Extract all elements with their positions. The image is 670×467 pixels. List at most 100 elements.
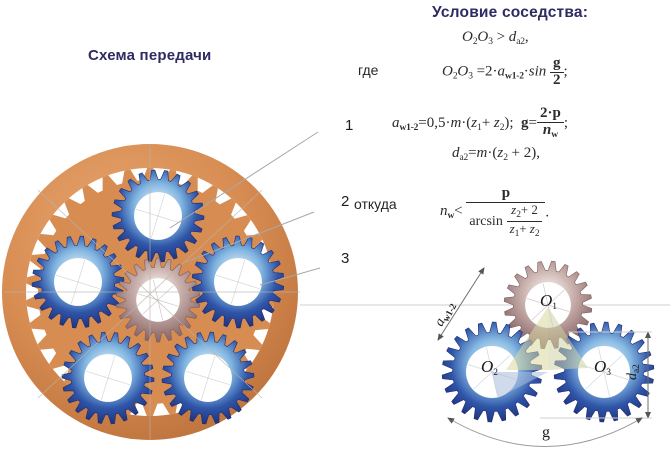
formula4-m: m [476,145,488,161]
formula3-g-den: n [542,121,552,138]
formula5-inner-den-sub2: 2 [534,228,540,239]
formula-line-2: O2O3 =2·aw1-2·sin g 2 ; [442,55,568,89]
formula3-g-den-sub: w [551,129,558,140]
formula2-O3: O [457,63,469,80]
formula2-O2: O [442,63,453,80]
formula4-d: d [452,145,460,161]
formula5-inner-den-z2: z [529,220,535,236]
formula3-m: m [450,114,462,131]
formula5-tail: . [545,204,550,221]
label-where: где [358,62,379,78]
dimension-arc-g [447,417,643,447]
gear-mesh-detail [300,260,670,447]
page-title-scheme: Схема передачи [88,47,212,64]
formula5-inner-num-plus: + [520,201,529,217]
detail-center-label-O2: O2 [481,357,498,378]
page-title-condition: Условие соседства: [432,4,589,21]
callout-label-1: 1 [345,117,354,134]
dimension-line-aw12 [437,267,485,341]
formula4-z2: z [497,145,504,161]
formula1-sub2: 2 [472,37,478,48]
formula3-semi: ; [509,114,514,131]
formula5-inner-den-sub1: 1 [514,228,520,239]
callout-label-3: 3 [341,250,350,267]
formula2-fraction: g 2 [550,55,564,89]
formula2-tail: ; [563,63,568,80]
dimension-label-da2: da2 [625,364,642,380]
mesh-shading [492,307,588,398]
formula5-n-sub: w [447,211,455,222]
formula2-frac-num: g [553,55,561,71]
formula5-inner-num-z: z [511,201,517,217]
formula3-val: 0,5· [426,114,451,131]
formula2-frac-den: 2 [550,71,564,89]
formula1-sub3: 3 [488,37,493,48]
formula3-open: ·( [461,114,472,131]
detail-O1-sub: 1 [552,302,557,313]
formula5-inner-den-z1: z [509,220,515,236]
formula3-a-sub: w1-2 [399,122,419,133]
formula2-eq: = [476,63,486,80]
detail-center-label-O3: O3 [594,357,611,378]
label-whence: откуда [354,196,397,212]
construction-lines [4,144,300,440]
formula3-g-num: 2·p [539,105,561,121]
formula4-two: 2 [523,145,532,161]
formula3-g-tail: ; [563,114,568,131]
formula2-sin: sin [528,63,547,80]
detail-O2-letter: O [481,357,494,376]
formula2-sub3: 3 [468,71,473,82]
dim-da2-sub: a2 [632,364,643,373]
formula4-open: ·( [487,145,498,161]
formula3-g-eq: = [528,114,537,131]
formula4-plus: + [511,145,521,161]
formula3-z1: z [471,114,478,131]
formula4-d-sub: a2 [459,153,469,164]
dim-g-letter: g [542,424,550,441]
formula5-num: p [501,185,511,201]
detail-O3-letter: O [594,357,607,376]
formula5-outer-fraction: p arcsin z2+ 2 z1+ z2 [466,185,546,240]
formula5-inner-num-two: 2 [531,201,538,217]
planet-gears [31,169,285,425]
formula1-operator: > [496,29,506,45]
formula2-dot: · [523,63,529,80]
formula3-eq: = [418,114,427,131]
formula3-plus: + [481,114,491,131]
formula2-coef: 2· [485,63,498,80]
formula5-n: n [440,203,448,220]
dim-da2-letter: d [625,373,640,380]
formula2-sub2: 2 [452,71,458,82]
detail-center-label-O1: O1 [540,291,557,312]
formula5-inner-den: z1+ z2 [506,220,543,240]
formula5-inner-fraction: z2+ 2 z1+ z2 [506,201,543,240]
formula3-z2-sub: 2 [499,122,505,133]
formula2-a-sub: w1-2 [505,71,524,82]
callout-leader-lines [169,131,321,286]
formula3-g-den-wrap: nw [536,121,564,141]
callout-label-2: 2 [341,193,350,210]
formula5-arcsin: arcsin [469,213,503,229]
formula5-inner-den-plus: + [519,220,527,236]
planetary-gear-scheme [2,144,300,440]
formula1-tail: , [524,29,529,45]
detail-O1-letter: O [540,291,553,310]
formula-line-1: O2O3 > da2, [462,30,529,48]
formula5-inner-num-sub: 2 [516,209,521,220]
formula3-z2: z [493,114,500,131]
formula4-close: ) [531,145,537,161]
formula-line-4: da2=m·(z2 + 2), [452,146,540,164]
formula3-a: a [392,114,400,131]
formula4-z2-sub: 2 [503,153,508,164]
formula3-g: g [521,114,529,131]
formula5-inner-num: z2+ 2 [507,201,543,221]
formula1-O2: O [462,29,473,45]
formula3-z1-sub: 1 [477,122,482,133]
formula1-da2: d [508,29,517,45]
formula3-close: ) [504,114,510,131]
detail-O2-sub: 2 [493,368,498,379]
formula1-da2-sub: a2 [516,37,525,48]
